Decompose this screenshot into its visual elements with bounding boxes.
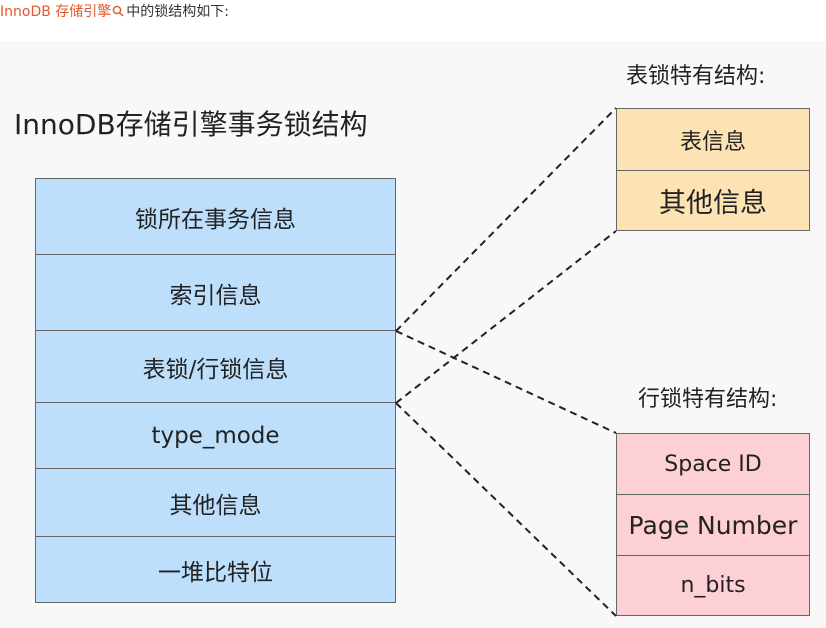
innodb-link[interactable]: InnoDB 存储引擎	[0, 4, 112, 20]
connector-table-top	[395, 107, 617, 332]
connector-row-top	[395, 330, 617, 434]
table-lock-field-1: 表信息	[616, 108, 810, 171]
connector-row-bottom	[395, 402, 617, 617]
main-field-6: 一堆比特位	[35, 536, 396, 603]
search-icon[interactable]	[112, 5, 124, 17]
table-lock-title: 表锁特有结构:	[626, 64, 766, 89]
main-field-4: type_mode	[35, 402, 396, 469]
row-lock-field-1: Space ID	[616, 433, 810, 495]
row-lock-title: 行锁特有结构:	[638, 387, 778, 412]
intro-suffix: 中的锁结构如下:	[126, 4, 229, 20]
main-structure-title: InnoDB存储引擎事务锁结构	[14, 108, 368, 141]
intro-line: InnoDB 存储引擎中的锁结构如下:	[0, 2, 229, 22]
row-lock-field-3: n_bits	[616, 555, 810, 616]
main-field-1: 锁所在事务信息	[35, 178, 396, 255]
table-lock-field-2: 其他信息	[616, 170, 810, 231]
connector-table-bottom	[395, 230, 617, 404]
